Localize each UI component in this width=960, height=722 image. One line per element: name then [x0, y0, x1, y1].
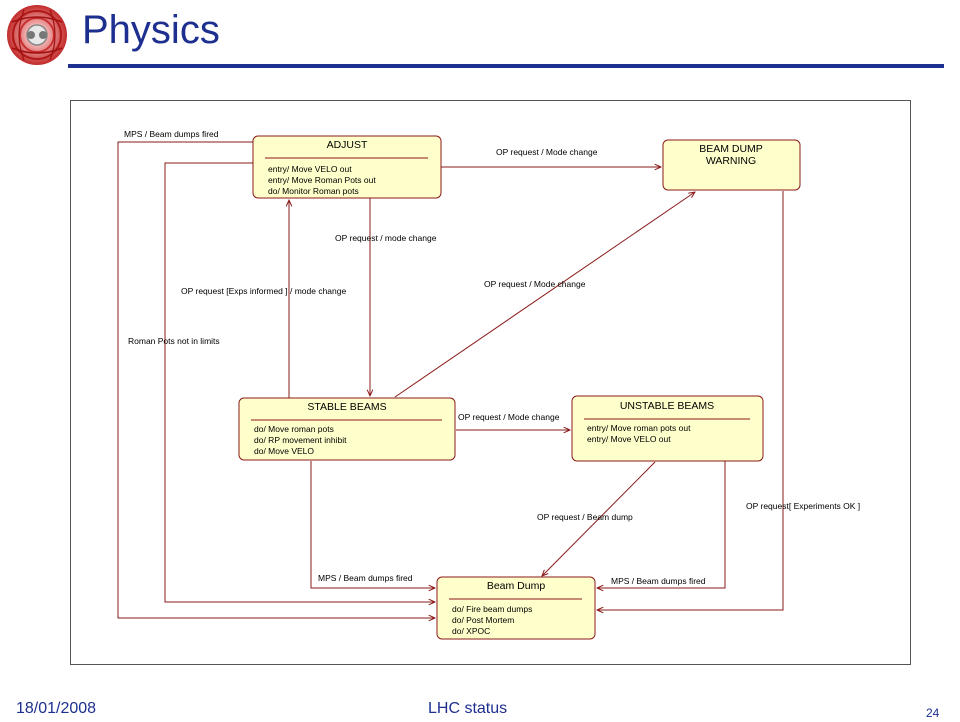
diagram-frame [70, 100, 911, 665]
state-action: entry/ Move VELO out [268, 164, 352, 174]
lhc-logo [7, 5, 67, 65]
state-beam-dump: Beam Dump do/ Fire beam dumps do/ Post M… [436, 576, 596, 640]
label-stable-to-dump: MPS / Beam dumps fired [318, 573, 413, 583]
states: ADJUST entry/ Move VELO out entry/ Move … [238, 135, 801, 640]
state-action: entry/ Move Roman Pots out [268, 175, 376, 185]
state-title: STABLE BEAMS [307, 401, 386, 413]
transition-unstable-to-dump [542, 461, 656, 576]
transition-stable-to-dump [310, 461, 435, 588]
label-adjust-to-stable: OP request / mode change [335, 233, 437, 243]
state-adjust: ADJUST entry/ Move VELO out entry/ Move … [252, 135, 442, 199]
label-roman-pots: Roman Pots not in limits [128, 336, 220, 346]
transition-adjust-to-dump-roman [164, 162, 435, 602]
state-action: do/ RP movement inhibit [254, 435, 347, 445]
footer-title: LHC status [428, 700, 508, 717]
state-action: do/ Fire beam dumps [452, 604, 532, 614]
state-action: entry/ Move VELO out [587, 434, 671, 444]
state-action: entry/ Move roman pots out [587, 423, 691, 433]
state-action: do/ Move roman pots [254, 424, 334, 434]
label-stable-to-unstable: OP request / Mode change [458, 412, 560, 422]
transition-stable-to-warning [394, 192, 695, 398]
label-stable-to-adjust: OP request [Exps informed ] / mode chang… [181, 286, 346, 296]
transitions [117, 141, 784, 618]
state-unstable-beams: UNSTABLE BEAMS entry/ Move roman pots ou… [571, 395, 764, 462]
transition-adjust-to-dump-mps [117, 141, 435, 618]
transition-unstable-to-dump-mps [597, 461, 726, 588]
state-beam-dump-warning: BEAM DUMP WARNING [662, 139, 801, 191]
label-unstable-to-dump: OP request / Beam dump [537, 512, 633, 522]
state-title: Beam Dump [487, 580, 546, 592]
state-action: do/ Post Mortem [452, 615, 514, 625]
title-underline [68, 64, 944, 68]
state-stable-beams: STABLE BEAMS do/ Move roman pots do/ RP … [238, 397, 456, 461]
state-title: UNSTABLE BEAMS [620, 400, 714, 412]
footer-date: 18/01/2008 [16, 700, 97, 717]
state-title: BEAM DUMP [699, 143, 763, 155]
page-number: 24 [926, 706, 940, 720]
label-warning-to-dump: OP request[ Experiments OK ] [746, 501, 860, 511]
label-stable-to-warning: OP request / Mode change [484, 279, 586, 289]
label-mps-top: MPS / Beam dumps fired [124, 129, 219, 139]
page-title: Physics [82, 8, 220, 52]
state-action: do/ Move VELO [254, 446, 314, 456]
state-title: ADJUST [327, 139, 368, 151]
transition-warning-to-dump [597, 191, 784, 610]
state-action: do/ Monitor Roman pots [268, 186, 359, 196]
label-adjust-to-warning: OP request / Mode change [496, 147, 598, 157]
state-action: do/ XPOC [452, 626, 490, 636]
label-unstable-mps: MPS / Beam dumps fired [611, 576, 706, 586]
state-title: WARNING [706, 155, 756, 167]
